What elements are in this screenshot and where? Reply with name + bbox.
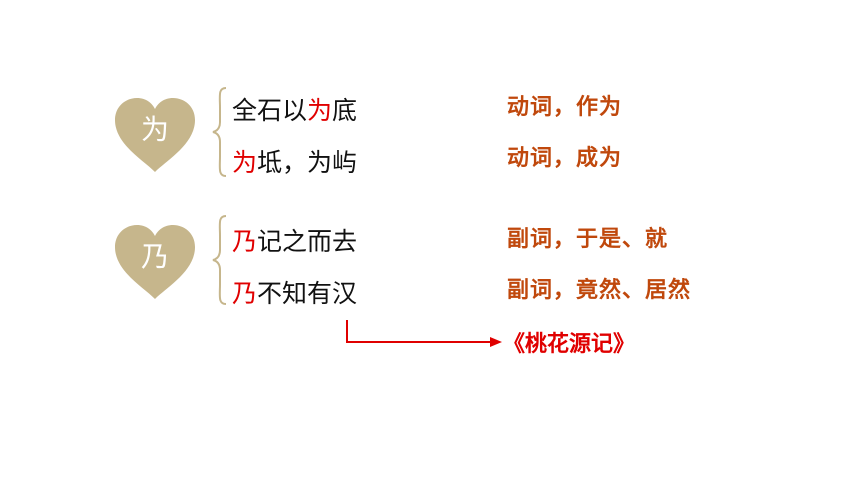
heart-icon [115,98,195,172]
source-title: 《桃花源记》 [503,332,636,357]
meaning-nai-1: 副词，于是、就 [507,227,669,252]
source-arrow [346,320,502,347]
phrase-post: 底 [332,96,358,125]
phrase-post: 不知有汉 [257,279,358,308]
meaning-wei-1: 动词，作为 [507,95,623,120]
meaning-wei-2: 动词，成为 [507,146,623,171]
heart-badge-nai: 乃 [113,223,197,301]
brace-group1 [212,87,227,177]
phrase-wei-2: 为坻，为屿 [232,143,357,179]
heart-icon [115,225,195,299]
brace-group2 [212,215,227,305]
phrase-highlight: 乃 [232,279,258,308]
heart-char: 为 [140,113,169,146]
phrase-highlight: 为 [307,96,333,125]
phrase-pre: 全石以 [232,96,308,125]
phrase-post: 记之而去 [257,227,358,256]
phrase-post: 坻，为屿 [257,148,358,177]
heart-badge-wei: 为 [113,96,197,174]
phrase-highlight: 为 [232,148,258,177]
phrase-nai-2: 乃不知有汉 [232,274,357,310]
phrase-highlight: 乃 [232,227,258,256]
meaning-nai-2: 副词，竟然、居然 [507,278,692,303]
phrase-nai-1: 乃记之而去 [232,222,357,258]
phrase-wei-1: 全石以为底 [232,91,357,127]
heart-char: 乃 [140,240,169,273]
